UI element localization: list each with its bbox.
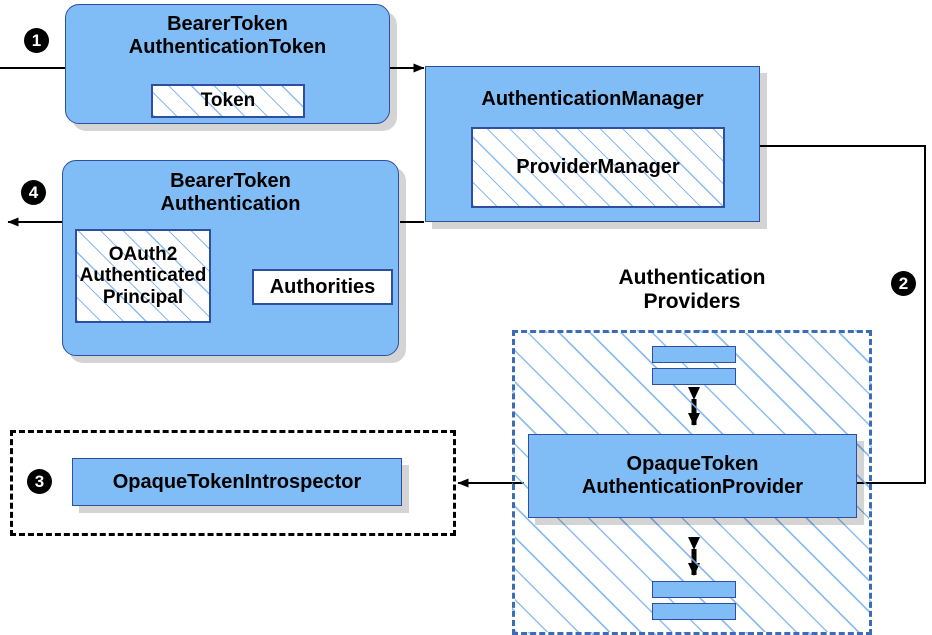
- step-badge-4: 4: [21, 180, 46, 205]
- step-badge-2: 2: [891, 271, 916, 296]
- bearer-token-authentication-token-box[interactable]: BearerToken AuthenticationToken Token: [65, 4, 390, 124]
- token-label: Token: [200, 90, 256, 112]
- bearer-token-authentication-label: BearerToken Authentication: [160, 170, 301, 215]
- oauth2-authenticated-principal-label: OAuth2 Authenticated Principal: [79, 243, 207, 308]
- authorities-subbox[interactable]: Authorities: [252, 269, 393, 305]
- bearer-token-authentication-box[interactable]: BearerToken Authentication OAuth2 Authen…: [62, 160, 399, 356]
- provider-stack-bar-top-1: [652, 346, 736, 363]
- authorities-label: Authorities: [269, 275, 376, 298]
- provider-manager-subbox[interactable]: ProviderManager: [471, 127, 725, 208]
- token-subbox[interactable]: Token: [151, 84, 305, 118]
- step-badge-3-digit: 3: [34, 472, 45, 491]
- step-badge-1: 1: [24, 28, 49, 53]
- provider-stack-bar-top-2: [652, 368, 736, 385]
- opaque-token-authentication-provider-label: OpaqueToken AuthenticationProvider: [581, 453, 804, 498]
- step-badge-4-digit: 4: [28, 183, 39, 202]
- step-badge-2-digit: 2: [898, 274, 909, 293]
- step-badge-1-digit: 1: [31, 31, 42, 50]
- authentication-manager-box[interactable]: AuthenticationManager ProviderManager: [425, 66, 760, 222]
- bearer-token-authentication-token-label: BearerToken AuthenticationToken: [128, 13, 327, 58]
- authentication-providers-title: Authentication Providers: [618, 266, 766, 314]
- provider-stack-bar-bottom-1: [652, 581, 736, 598]
- authentication-manager-label: AuthenticationManager: [481, 88, 704, 110]
- opaque-token-introspector-box[interactable]: OpaqueTokenIntrospector: [72, 458, 402, 506]
- provider-manager-label: ProviderManager: [516, 156, 680, 179]
- provider-stack-bar-bottom-2: [652, 603, 736, 620]
- opaque-token-authentication-provider-box[interactable]: OpaqueToken AuthenticationProvider: [528, 434, 857, 518]
- step-badge-3: 3: [27, 469, 52, 494]
- opaque-token-introspector-label: OpaqueTokenIntrospector: [112, 470, 362, 493]
- oauth2-authenticated-principal-subbox[interactable]: OAuth2 Authenticated Principal: [75, 229, 211, 323]
